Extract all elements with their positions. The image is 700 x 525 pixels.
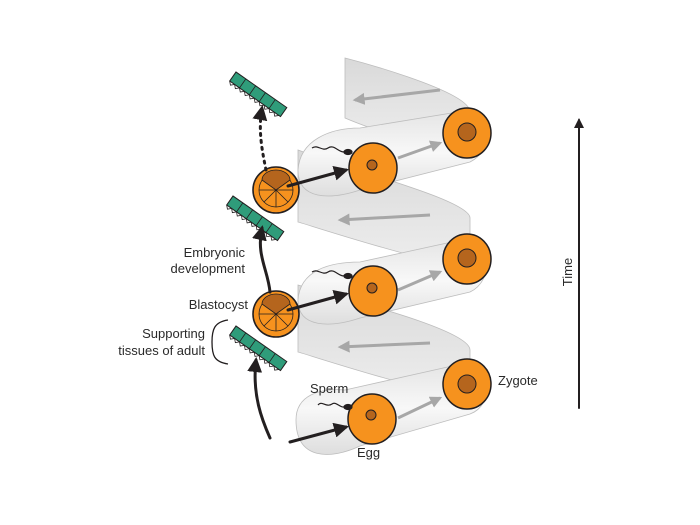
dotted-arrow-to-top-tissue: [252, 105, 268, 172]
fertilization-arrow-bottom: [397, 396, 443, 420]
zygote-cell-bottom: [442, 358, 492, 410]
blastocysts: [252, 166, 300, 338]
arrow-blastocyst-to-egg-middle: [286, 289, 349, 312]
development-arrows: [247, 105, 584, 444]
zygotes: [442, 107, 492, 410]
label-sperm: Sperm: [310, 381, 348, 396]
supporting-tissues-bracket: [211, 319, 229, 365]
egg-cell-bottom: [347, 393, 397, 445]
blastocyst-top: [252, 166, 300, 214]
tissue-strip-top: [228, 71, 288, 118]
eggs: [347, 142, 398, 445]
fertilization-arrow-top: [397, 140, 443, 160]
sperm-top: [311, 146, 353, 156]
label-tissues-of-adult: tissues of adult: [118, 343, 205, 358]
sperm-bottom: [317, 402, 353, 411]
labels: Embryonic development Blastocyst Support…: [118, 245, 575, 460]
back-arrow-middle: [337, 213, 431, 226]
sperm-middle: [311, 270, 353, 280]
egg-cell-top: [348, 142, 398, 194]
egg-cell-middle: [348, 265, 398, 317]
label-supporting: Supporting: [142, 326, 205, 341]
sperm-cells: [311, 146, 353, 411]
back-arrow-bottom: [337, 340, 431, 353]
label-zygote: Zygote: [498, 373, 538, 388]
front-band-arrows: [397, 140, 443, 420]
label-time: Time: [560, 258, 575, 286]
label-egg: Egg: [357, 445, 380, 460]
arrow-to-supporting-tissue: [247, 357, 272, 440]
tissue-strip-bottom: [228, 325, 288, 372]
label-blastocyst: Blastocyst: [189, 297, 249, 312]
zygote-cell-middle: [442, 233, 492, 285]
label-embryonic: Embryonic: [184, 245, 246, 260]
back-band-arrows: [337, 88, 441, 353]
helix-back-bands: [297, 57, 471, 399]
zygote-cell-top: [442, 107, 492, 159]
label-development: development: [171, 261, 246, 276]
arrow-blastocyst-to-egg-top: [286, 165, 349, 188]
arrow-to-egg-bottom: [288, 422, 349, 444]
fertilization-arrow-middle: [397, 270, 443, 292]
blastocyst-bottom: [252, 290, 300, 338]
supporting-tissues: [225, 71, 288, 372]
arrow-embryonic-development: [252, 225, 272, 294]
back-arrow-top: [352, 88, 441, 105]
